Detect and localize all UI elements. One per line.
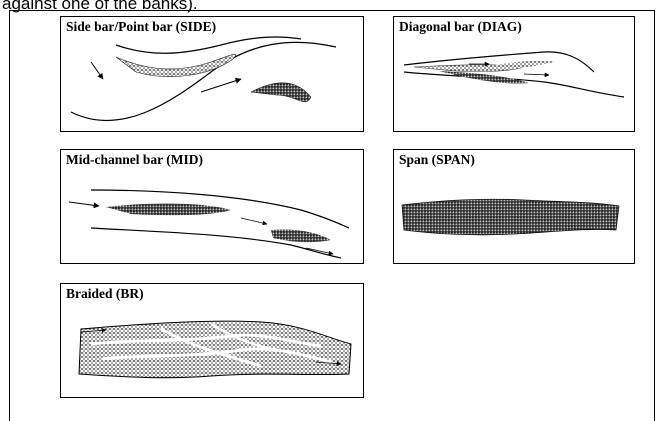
braided-diagram xyxy=(61,284,363,397)
panel-side-bar: Side bar/Point bar (SIDE) xyxy=(60,16,364,132)
panel-braided: Braided (BR) xyxy=(60,283,364,398)
side-bar-diagram xyxy=(61,17,363,131)
diagonal-bar-diagram xyxy=(394,17,634,131)
panel-diagonal-bar: Diagonal bar (DIAG) xyxy=(393,16,635,132)
panel-mid-channel-bar: Mid-channel bar (MID) xyxy=(60,149,364,264)
mid-channel-bar-diagram xyxy=(61,150,363,263)
panel-span: Span (SPAN) xyxy=(393,149,635,264)
span-diagram xyxy=(394,150,634,263)
